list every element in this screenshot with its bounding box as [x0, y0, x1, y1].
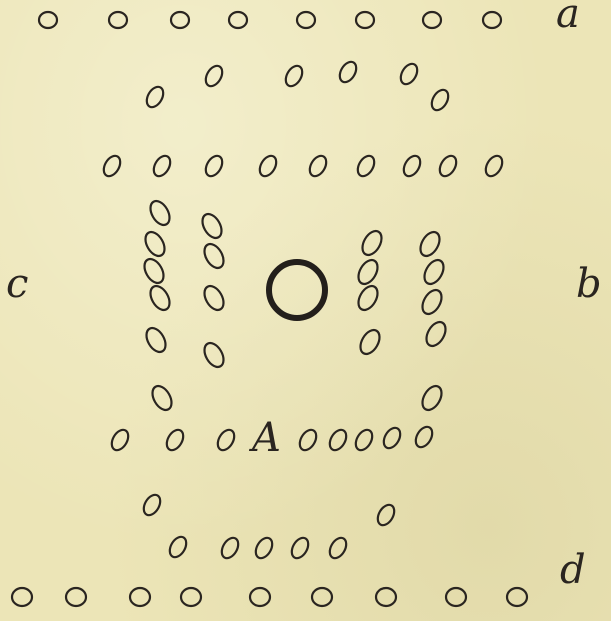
left-column-ring: [142, 229, 169, 260]
top-row-ring: [297, 12, 315, 28]
bottom-row-ring: [446, 588, 466, 606]
top-row-ring: [109, 12, 127, 28]
top-row-ring: [483, 12, 501, 28]
right-inner-column-ring: [359, 228, 386, 259]
left-inner-column-ring: [199, 211, 226, 242]
lower-arc-ring: [218, 535, 241, 561]
center-row-ring: [352, 427, 375, 453]
left-inner-column-ring: [201, 241, 228, 272]
label-d: d: [560, 550, 586, 590]
left-column-ring: [147, 198, 174, 229]
upper-arc-ring: [428, 87, 451, 113]
top-row-ring: [356, 12, 374, 28]
middle-row-ring: [400, 153, 423, 179]
upper-arc-ring: [143, 84, 166, 110]
left-column-ring: [149, 383, 176, 414]
center-row-ring: [412, 424, 435, 450]
center-row-ring: [108, 427, 131, 453]
label-c: c: [6, 264, 28, 304]
bottom-row-ring: [507, 588, 527, 606]
top-row-ring: [423, 12, 441, 28]
right-inner-column-ring: [355, 257, 382, 288]
upper-arc-ring: [282, 63, 305, 89]
center-row-ring: [326, 427, 349, 453]
upper-arc-ring: [202, 63, 225, 89]
middle-row-ring: [256, 153, 279, 179]
middle-row-ring: [306, 153, 329, 179]
upper-arc-ring: [397, 61, 420, 87]
center-row-ring: [296, 427, 319, 453]
bottom-row-ring: [66, 588, 86, 606]
middle-row-ring: [482, 153, 505, 179]
bottom-row-ring: [181, 588, 201, 606]
top-row-ring: [171, 12, 189, 28]
lower-arc-ring: [140, 492, 163, 518]
lower-arc-ring: [288, 535, 311, 561]
central-body: [269, 262, 325, 318]
left-column-ring: [147, 283, 174, 314]
right-column-ring: [419, 383, 446, 414]
bottom-row-ring: [12, 588, 32, 606]
middle-row-ring: [436, 153, 459, 179]
right-inner-column-ring: [355, 283, 382, 314]
bottom-row-ring: [376, 588, 396, 606]
center-row-ring: [163, 427, 186, 453]
right-column-ring: [419, 287, 446, 318]
right-column-ring: [423, 319, 450, 350]
right-column-ring: [417, 229, 444, 260]
bottom-row-ring: [130, 588, 150, 606]
label-b: b: [576, 264, 602, 304]
ring-layer: [12, 12, 527, 606]
middle-row-ring: [354, 153, 377, 179]
right-inner-column-ring: [357, 327, 384, 358]
right-column-ring: [421, 257, 448, 288]
top-row-ring: [39, 12, 57, 28]
label-a: a: [556, 0, 580, 34]
middle-row-ring: [100, 153, 123, 179]
top-row-ring: [229, 12, 247, 28]
left-column-ring: [141, 256, 168, 287]
middle-row-ring: [150, 153, 173, 179]
center-row-ring: [380, 425, 403, 451]
lower-arc-ring: [326, 535, 349, 561]
center-row-ring: [214, 427, 237, 453]
left-inner-column-ring: [201, 283, 228, 314]
label-center-a: A: [252, 418, 281, 458]
lower-arc-ring: [252, 535, 275, 561]
middle-row-ring: [202, 153, 225, 179]
bottom-row-ring: [312, 588, 332, 606]
lower-arc-ring: [374, 502, 397, 528]
left-inner-column-ring: [201, 340, 228, 371]
left-column-ring: [143, 325, 170, 356]
upper-arc-ring: [336, 59, 359, 85]
bottom-row-ring: [250, 588, 270, 606]
lower-arc-ring: [166, 534, 189, 560]
